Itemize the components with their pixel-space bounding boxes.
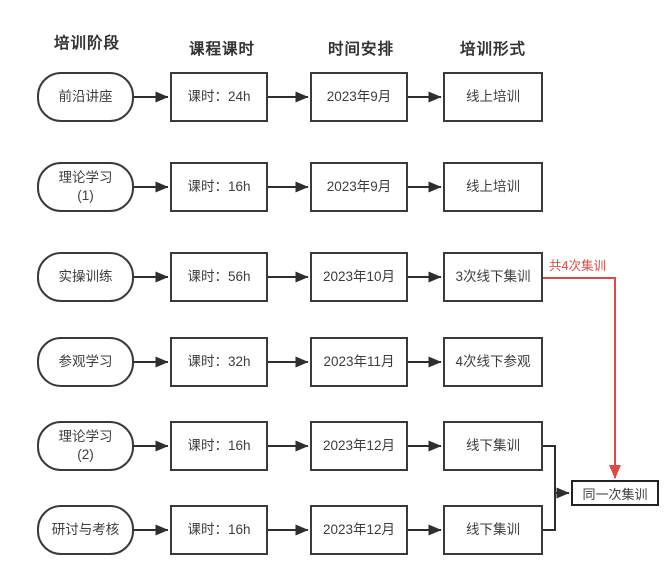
annotation-total-sessions: 共4次集训 xyxy=(549,259,606,273)
form-box-row6: 线下集训 xyxy=(443,505,543,555)
time-box-row3: 2023年10月 xyxy=(310,252,408,302)
time-box-row5: 2023年12月 xyxy=(310,421,408,471)
stage-box-row5: 理论学习 (2) xyxy=(37,421,134,471)
column-header-stage: 培训阶段 xyxy=(53,35,120,52)
stage-box-row6: 研讨与考核 xyxy=(37,505,134,555)
stage-box-row4: 参观学习 xyxy=(37,337,134,387)
hours-box-row4: 课时：32h xyxy=(170,337,268,387)
time-box-row2: 2023年9月 xyxy=(310,162,408,212)
merged-session-box: 同一次集训 xyxy=(571,480,659,506)
hours-box-row5: 课时：16h xyxy=(170,421,268,471)
stage-box-row3: 实操训练 xyxy=(37,252,134,302)
hours-box-row3: 课时：56h xyxy=(170,252,268,302)
red-total-arrow xyxy=(543,277,621,479)
form-box-row1: 线上培训 xyxy=(443,72,543,122)
column-header-form: 培训形式 xyxy=(459,41,526,58)
hours-box-row6: 课时：16h xyxy=(170,505,268,555)
time-box-row1: 2023年9月 xyxy=(310,72,408,122)
form-box-row3: 3次线下集训 xyxy=(443,252,543,302)
hours-box-row2: 课时：16h xyxy=(170,162,268,212)
form-box-row2: 线上培训 xyxy=(443,162,543,212)
column-header-hours: 课程课时 xyxy=(188,41,255,58)
time-box-row4: 2023年11月 xyxy=(310,337,408,387)
stage-box-row1: 前沿讲座 xyxy=(37,72,134,122)
form-box-row5: 线下集训 xyxy=(443,421,543,471)
column-header-time: 时间安排 xyxy=(327,41,394,58)
time-box-row6: 2023年12月 xyxy=(310,505,408,555)
stage-box-row2: 理论学习 (1) xyxy=(37,162,134,212)
form-box-row4: 4次线下参观 xyxy=(443,337,543,387)
hours-box-row1: 课时：24h xyxy=(170,72,268,122)
merge-bracket xyxy=(543,445,570,531)
